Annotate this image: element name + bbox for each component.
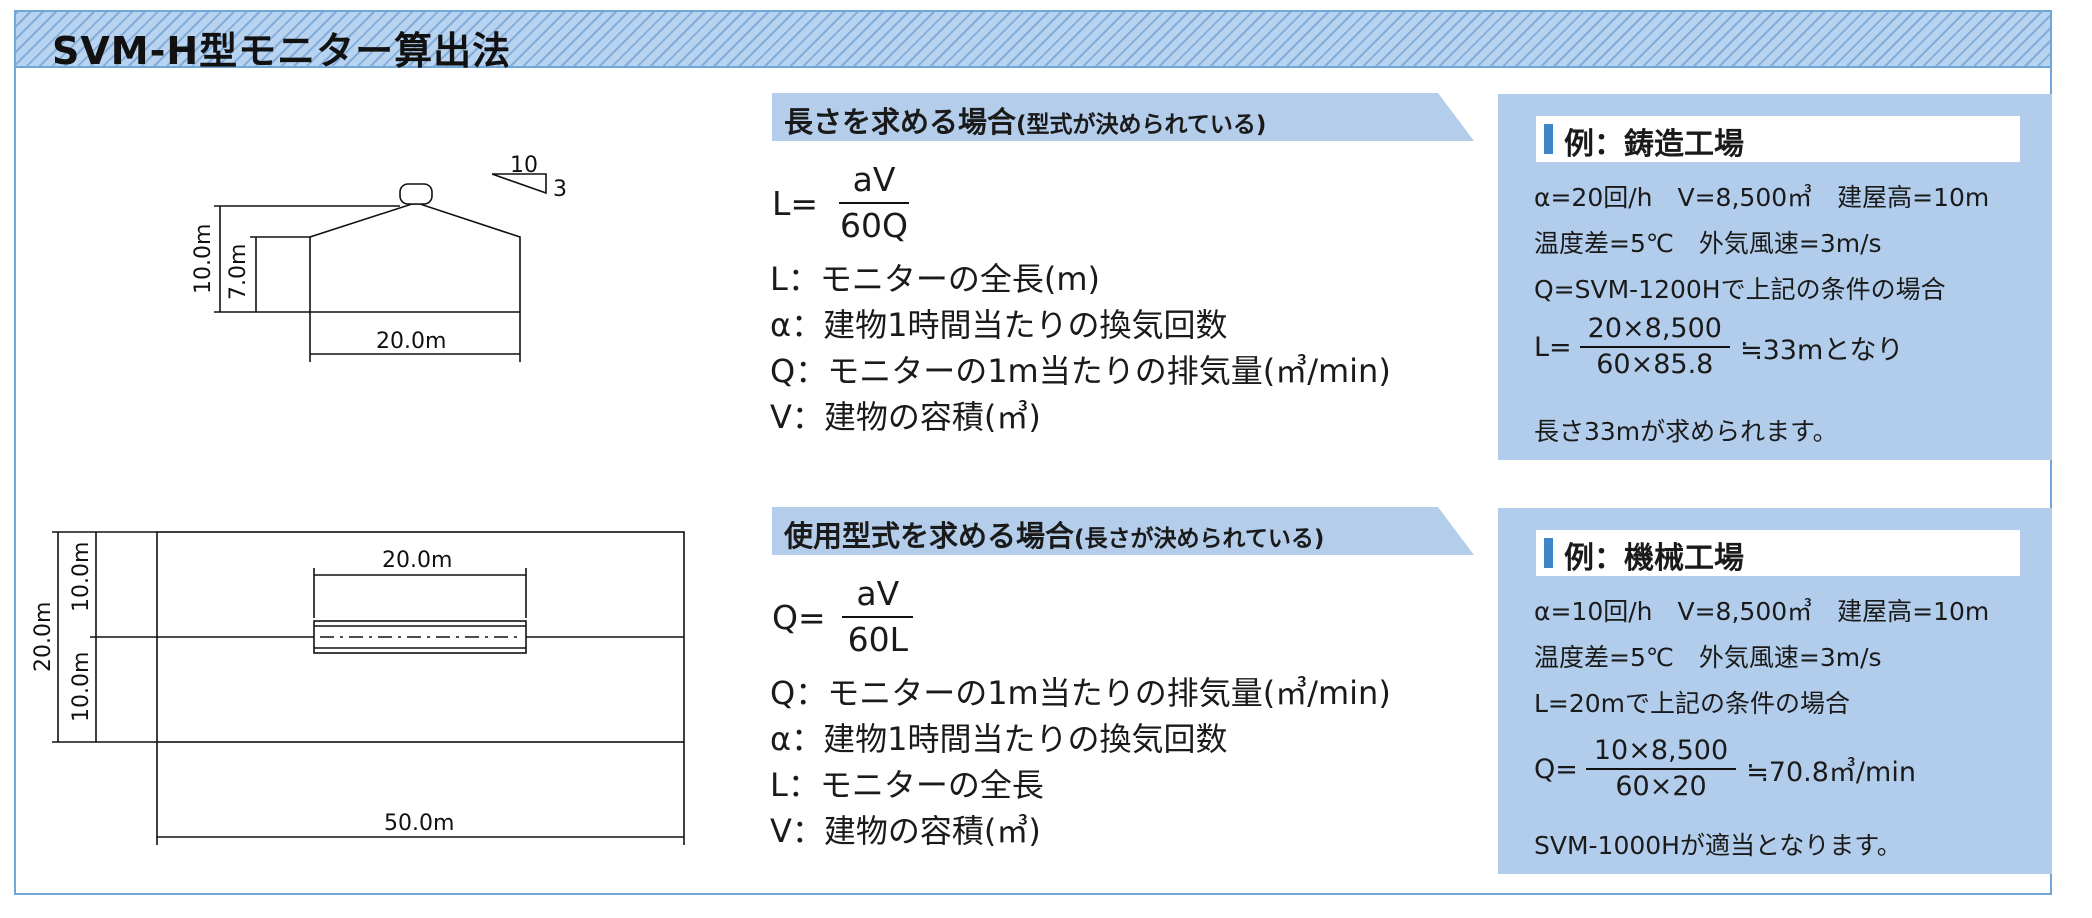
header-marker [1544, 538, 1553, 568]
plan-diagram [52, 531, 685, 845]
section1-denominator: 60Q [840, 206, 909, 245]
section2-lhs: Q= [772, 597, 826, 637]
example1-line2: 温度差=5℃ 外気風速=3m/s [1534, 229, 1882, 258]
section-diagram [214, 173, 547, 362]
example2-header: 例：機械工場 [1536, 530, 2020, 576]
example2-line2: 温度差=5℃ 外気風速=3m/s [1534, 643, 1882, 672]
example2-numerator: 10×8,500 [1585, 734, 1737, 770]
definition-item: L：モニターの全長 [770, 766, 1044, 804]
section2-heading-note: (長さが決められている) [1074, 526, 1325, 552]
example1-result: ≒33mとなり [1739, 334, 1904, 366]
section2-numerator: aV [842, 574, 914, 618]
example2-line3: L=20mで上記の条件の場合 [1534, 689, 1851, 718]
definition-item: α：建物1時間当たりの換気回数 [770, 720, 1228, 758]
section2-denominator: 60L [847, 620, 909, 659]
example1-line3: Q=SVM-1200Hで上記の条件の場合 [1534, 275, 1946, 304]
slope-run-label: 10 [510, 153, 538, 178]
building-length-label: 50.0m [384, 811, 454, 836]
section2-heading: 使用型式を求める場合(長さが決められている) [772, 507, 1474, 555]
section1-definitions: L：モニターの全長(m) α：建物1時間当たりの換気回数 Q：モニターの1m当た… [770, 256, 1391, 440]
depth-total-label: 20.0m [31, 602, 56, 672]
example2-title: 例：機械工場 [1564, 541, 1744, 576]
title-bar: SVM-H型モニター算出法 [14, 10, 2052, 73]
example1-title: 例：鋳造工場 [1564, 127, 1744, 162]
example1-numerator: 20×8,500 [1579, 312, 1730, 348]
example2-panel: 例：機械工場 α=10回/h V=8,500㎥ 建屋高=10m 温度差=5℃ 外… [1498, 508, 2052, 874]
section1-heading-note: (型式が決められている) [1016, 112, 1267, 138]
page-title: SVM-H型モニター算出法 [52, 29, 512, 73]
definition-item: V：建物の容積(㎥) [770, 398, 1041, 436]
example2-line1: α=10回/h V=8,500㎥ 建屋高=10m [1534, 597, 1990, 626]
monitor-length-label: 20.0m [382, 548, 452, 573]
example1-conclusion: 長さ33mが求められます。 [1534, 417, 1838, 446]
section1-lhs: L= [772, 183, 819, 223]
section1-heading-text: 長さを求める場合 [784, 105, 1017, 139]
example2-denominator: 60×20 [1615, 771, 1707, 802]
slope-rise-label: 3 [553, 177, 567, 202]
definition-item: V：建物の容積(㎥) [770, 812, 1041, 850]
definition-item: α：建物1時間当たりの換気回数 [770, 306, 1228, 344]
section2-heading-text: 使用型式を求める場合 [784, 519, 1075, 553]
header-marker [1544, 124, 1553, 154]
section2-definitions: Q：モニターの1m当たりの排気量(㎥/min) α：建物1時間当たりの換気回数 … [770, 670, 1391, 854]
depth-lower-label: 10.0m [69, 652, 94, 722]
example1-header: 例：鋳造工場 [1536, 116, 2020, 162]
definition-item: L：モニターの全長(m) [770, 260, 1100, 298]
height-total-label: 10.0m [191, 224, 216, 294]
height-wall-label: 7.0m [226, 244, 251, 300]
example1-line1: α=20回/h V=8,500㎥ 建屋高=10m [1534, 183, 1990, 212]
example1-panel: 例：鋳造工場 α=20回/h V=8,500㎥ 建屋高=10m 温度差=5℃ 外… [1498, 94, 2052, 460]
example2-conclusion: SVM-1000Hが適当となります。 [1534, 831, 1902, 860]
example2-result: ≒70.8㎥/min [1746, 756, 1916, 788]
example1-denominator: 60×85.8 [1596, 349, 1714, 380]
depth-upper-label: 10.0m [69, 542, 94, 612]
section1-heading: 長さを求める場合(型式が決められている) [772, 93, 1474, 141]
example1-lhs: L= [1534, 331, 1572, 363]
definition-item: Q：モニターの1m当たりの排気量(㎥/min) [770, 674, 1391, 712]
example2-lhs: Q= [1534, 753, 1578, 785]
section1-numerator: aV [838, 160, 910, 204]
definition-item: Q：モニターの1m当たりの排気量(㎥/min) [770, 352, 1391, 390]
width-label: 20.0m [376, 329, 446, 354]
